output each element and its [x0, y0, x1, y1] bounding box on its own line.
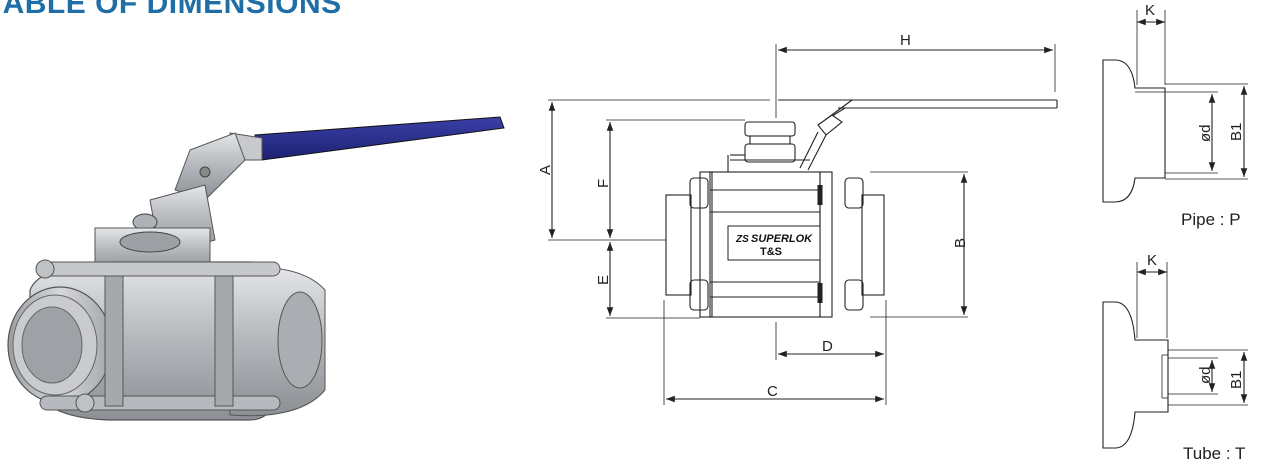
pipe-end-detail [1102, 10, 1248, 203]
pipe-b1-label: B1 [1228, 123, 1245, 141]
pipe-k-label: K [1145, 2, 1155, 19]
lever-handle-grip [254, 116, 505, 161]
pipe-caption: Pipe : P [1181, 210, 1241, 229]
dim-label-b: B [952, 238, 969, 248]
valve-dimension-drawing [548, 44, 1058, 405]
brand-line1: SUPERLOK [751, 233, 813, 245]
tube-end-detail [1102, 262, 1248, 449]
tube-caption: Tube : T [1183, 444, 1246, 463]
tube-od-label: ød [1197, 366, 1214, 384]
dim-label-a: A [537, 165, 554, 175]
valve-3d-render [7, 116, 505, 421]
brand-mark: ZS [735, 234, 749, 245]
dim-label-h: H [900, 32, 911, 49]
brand-line2: T&S [760, 246, 782, 258]
dim-label-c: C [767, 383, 778, 400]
tube-k-label: K [1147, 252, 1157, 269]
dim-label-e: E [595, 275, 612, 285]
dim-label-f: F [595, 179, 612, 188]
tube-b1-label: B1 [1228, 371, 1245, 389]
dim-label-d: D [822, 338, 833, 355]
pipe-od-label: ød [1197, 124, 1214, 142]
page-title: TABLE OF DIMENSIONS [0, 0, 342, 20]
brand-plate: ZS SUPERLOK T&S [727, 225, 821, 261]
